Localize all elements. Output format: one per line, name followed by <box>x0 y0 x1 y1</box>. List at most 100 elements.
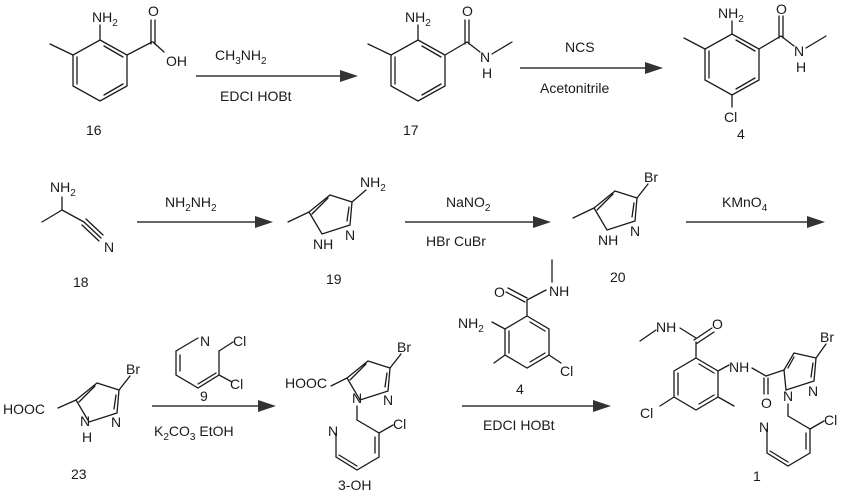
benzene-ring <box>390 39 446 102</box>
pyrazole-n2-label: N <box>111 414 121 430</box>
chloro-label: Cl <box>640 405 653 421</box>
aromatic-double-bonds <box>508 321 546 363</box>
pyridine-double-bonds <box>769 432 807 463</box>
carbonyl-oxygen-label: O <box>712 316 723 332</box>
carbonyl-bond <box>464 19 470 45</box>
chloro-bond <box>378 424 394 434</box>
pyridine-n-label: N <box>759 419 769 435</box>
amine-label: NH2​ <box>360 174 386 194</box>
aromatic-double-bonds <box>394 45 442 96</box>
reaction-arrow-step1: CH3​NH2​ EDCI HOBt <box>196 47 358 104</box>
aromatic-double-bonds <box>76 45 124 96</box>
carbonyl-oxygen-label: O <box>462 3 473 19</box>
carbonyl-oxygen-label: O <box>776 1 787 17</box>
pyridine-chloro-bond <box>809 420 825 430</box>
n-bond <box>466 41 481 53</box>
pyridine-n-label: N <box>200 333 210 349</box>
amine-label: NH2​ <box>50 179 76 199</box>
reaction-arrow-step3: NH2​NH2​ <box>137 194 273 228</box>
amide-n-label: N <box>794 43 804 59</box>
amine-label: NH2​ <box>458 315 484 335</box>
anilide-carbonyl-bond <box>751 367 767 377</box>
aromatic-double-bonds <box>708 39 756 90</box>
pyrazole-ring <box>346 360 391 401</box>
compound-23-number: 23 <box>71 466 87 482</box>
carboxyl-bond <box>57 399 77 409</box>
benzene-ring <box>704 33 760 96</box>
bromo-bond <box>389 353 402 369</box>
benzene-ring <box>504 315 550 369</box>
pyrazole-n1-label: N <box>352 390 362 406</box>
ring-double-bonds <box>311 197 350 222</box>
bromo-label: Br <box>397 339 411 355</box>
nitrile-triple-bond <box>81 218 104 242</box>
bromo-bond <box>118 375 131 391</box>
carboxyl-bond <box>126 41 153 56</box>
compound-19: NH2​ N NH 19 <box>287 174 386 287</box>
nitrile-n-label: N <box>104 239 114 255</box>
compound-1-number: 1 <box>753 468 761 484</box>
step6-reagent-below: K2​CO3​ EtOH <box>154 423 234 443</box>
amide-n-bond <box>679 327 697 339</box>
compound-16: NH2​ O OH 16 <box>49 3 187 138</box>
anilide-oxygen-label: O <box>761 395 772 411</box>
step3-reagent-above: NH2​NH2​ <box>165 194 217 214</box>
bromo-bond <box>636 183 649 199</box>
pyridine-double-bonds <box>179 354 217 385</box>
ring-double-bonds <box>787 356 814 378</box>
amide-bond <box>444 41 468 56</box>
amine-label: NH2​ <box>405 9 431 29</box>
compound-16-number: 16 <box>86 122 102 138</box>
compound-18: NH2​ N 18 <box>41 179 114 290</box>
chloro-label-3: Cl <box>230 376 243 392</box>
pyrazole-ring <box>783 352 817 391</box>
amide-h-label: H <box>482 65 492 81</box>
compound-17: NH2​ O N H 17 <box>367 3 513 138</box>
carboxyl-bond <box>330 377 348 387</box>
pyrazole-h-label: H <box>82 429 92 445</box>
reagent-4-number: 4 <box>516 381 524 397</box>
pyrazole-ring <box>308 194 353 235</box>
methyl-bond <box>493 354 506 364</box>
pyrazole-n2-label: N <box>383 392 393 408</box>
compound-1: NH O Cl NH O Br N N N Cl 1 <box>639 316 837 484</box>
chloro-label: Cl <box>724 109 737 125</box>
compound-20-number: 20 <box>610 269 626 285</box>
ring-double-bonds <box>78 385 117 410</box>
pyridine-double-bonds <box>338 436 376 467</box>
chloro-label: Cl <box>560 363 573 379</box>
carbonyl-bond <box>150 19 156 45</box>
ring-double-bonds <box>596 193 635 218</box>
reagent-4-structure: NH O NH2​ Cl 4 <box>458 259 573 397</box>
bromo-label: Br <box>126 361 140 377</box>
pyrazole-n2-label: N <box>808 383 818 399</box>
pyrazole-n1-label: N <box>80 413 90 429</box>
compound-17-number: 17 <box>403 122 419 138</box>
amine-bond <box>491 321 506 330</box>
step1-reagent-below: EDCI HOBt <box>220 88 292 104</box>
reagent-9-number: 9 <box>200 388 208 404</box>
pyrazole-n2-label: N <box>630 223 640 239</box>
methyl-bond <box>717 396 735 407</box>
carboxyl-label: HOOC <box>3 401 45 417</box>
benzene-ring <box>72 39 128 102</box>
benzene-ring <box>673 357 719 411</box>
methyl-bond <box>572 207 595 219</box>
chloro-bond-2 <box>218 341 234 352</box>
anilide-n-bond <box>717 364 730 372</box>
carboxyl-label: HOOC <box>285 375 327 391</box>
step5-reagent-above: KMnO4​ <box>722 194 768 214</box>
reaction-arrow-step4: NaNO2​ HBr CuBr <box>405 194 551 249</box>
pyridine-ring <box>175 337 220 389</box>
bromo-label: Br <box>644 169 658 185</box>
amide-h-label: H <box>796 59 806 75</box>
reaction-arrow-step7: EDCI HOBt <box>462 400 611 433</box>
n-bond <box>780 35 795 47</box>
pyrazole-nh-label: NH <box>598 232 618 248</box>
carbonyl-bond <box>693 327 715 345</box>
step4-reagent-below: HBr CuBr <box>426 233 486 249</box>
pyrazole-nh-label: NH <box>313 236 333 252</box>
methyl-bond <box>683 37 706 50</box>
pyridine-n-label: N <box>328 423 338 439</box>
